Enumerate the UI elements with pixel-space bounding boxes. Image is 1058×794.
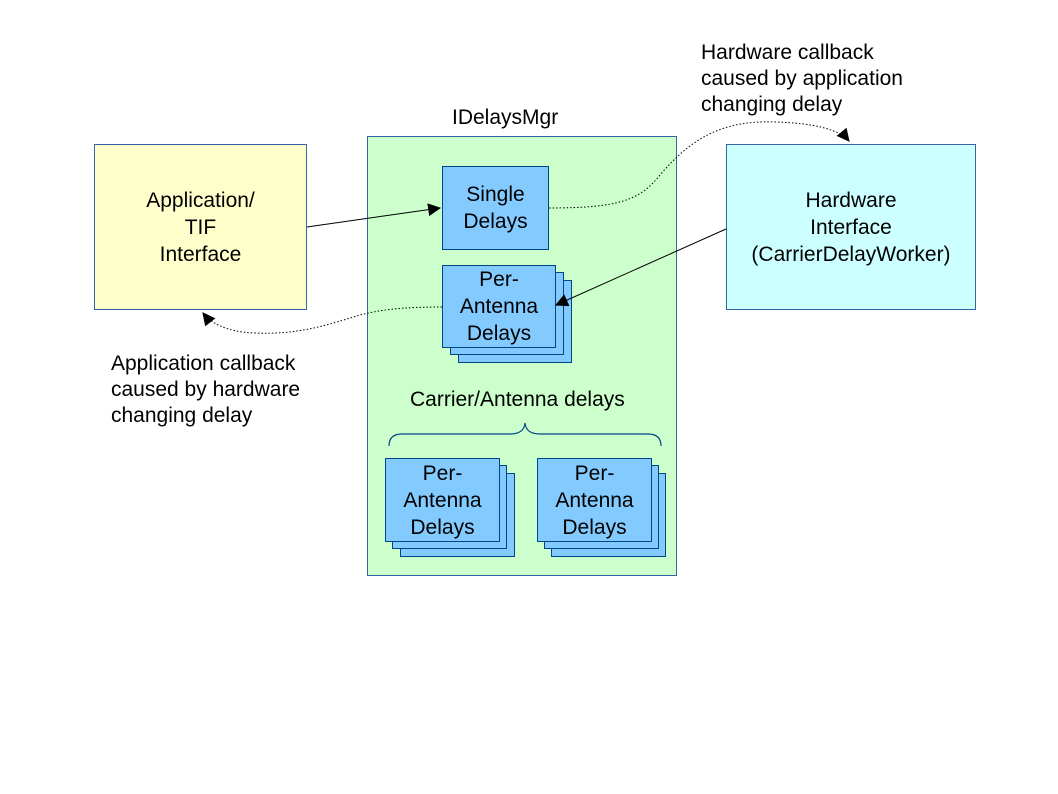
per-antenna-delays-top-label: Per- Antenna Delays — [459, 268, 539, 345]
application-callback-note: Application callback caused by hardware … — [111, 352, 301, 427]
application-tif-interface-box: Application/ TIF Interface — [94, 144, 307, 310]
hardware-callback-note: Hardware callback caused by application … — [701, 41, 903, 116]
per-antenna-delays-right-label: Per- Antenna Delays — [555, 461, 634, 539]
per-antenna-delays-top-box: Per- Antenna Delays — [442, 265, 556, 348]
application-to-single-delays-arrow — [306, 203, 442, 228]
hardware-interface-label: Hardware Interface (CarrierDelayWorker) — [751, 188, 951, 266]
hardware-to-per-antenna-arrow — [555, 228, 727, 307]
single-delays-box: Single Delays — [442, 166, 549, 250]
application-tif-interface-label: Application/ TIF Interface — [146, 188, 255, 266]
carrier-antenna-delays-label: Carrier/Antenna delays — [410, 388, 625, 411]
hardware-interface-box: Hardware Interface (CarrierDelayWorker) — [726, 144, 976, 310]
per-antenna-delays-left-label: Per- Antenna Delays — [403, 461, 482, 539]
carrier-antenna-brace — [388, 422, 662, 447]
per-antenna-delays-left-box: Per- Antenna Delays — [385, 458, 500, 542]
single-delays-label: Single Delays — [463, 183, 528, 233]
per-antenna-delays-right-box: Per- Antenna Delays — [537, 458, 652, 542]
hardware-callback-dotted-curve — [548, 121, 850, 209]
idelaysmgr-title: IDelaysMgr — [452, 106, 559, 129]
application-callback-dotted-curve — [202, 306, 443, 334]
